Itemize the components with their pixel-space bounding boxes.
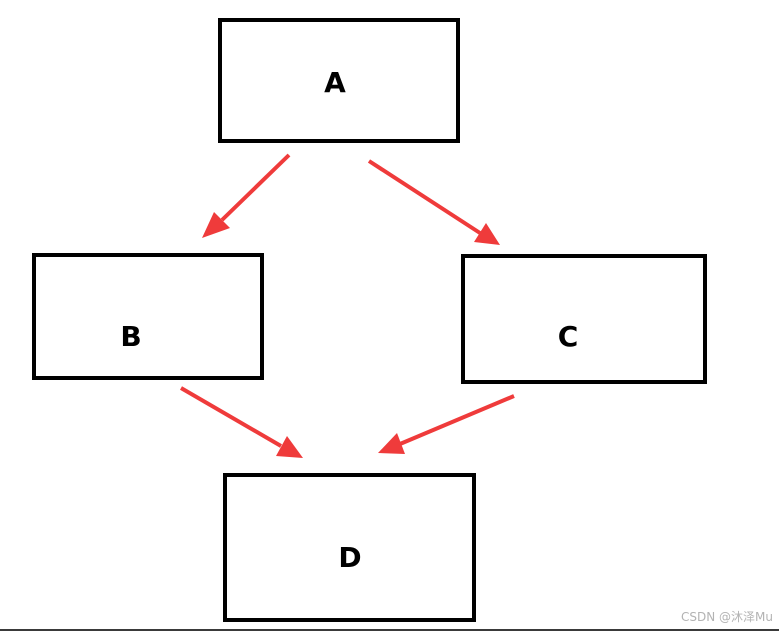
- edge-c-to-d-line: [399, 394, 515, 446]
- node-a-label: A: [324, 66, 346, 99]
- node-c-label: C: [558, 320, 579, 353]
- edge-c-to-d-arrowhead: [378, 433, 405, 454]
- node-a-box: [218, 18, 460, 143]
- node-d: D: [223, 473, 476, 622]
- edge-b-to-d: [179, 386, 303, 458]
- csdn-watermark: CSDN @沐泽Mu: [681, 610, 773, 624]
- node-c-box: [461, 254, 707, 384]
- edge-a-to-b-line: [220, 153, 291, 222]
- edge-c-to-d: [378, 394, 515, 454]
- edge-b-to-d-arrowhead: [276, 436, 303, 458]
- node-b-box: [32, 253, 264, 380]
- bottom-divider: [0, 629, 779, 631]
- node-b-label: B: [120, 320, 141, 353]
- edge-a-to-c: [367, 159, 500, 245]
- node-d-box: [223, 473, 476, 622]
- node-d-label: D: [338, 541, 361, 574]
- edge-a-to-c-arrowhead: [474, 223, 500, 245]
- edge-a-to-b: [202, 153, 291, 238]
- node-a: A: [218, 18, 460, 143]
- edge-a-to-b-arrowhead: [202, 212, 230, 238]
- edge-a-to-c-line: [367, 159, 482, 235]
- node-b: B: [32, 253, 264, 380]
- node-c: C: [461, 254, 707, 384]
- edge-b-to-d-line: [179, 386, 283, 448]
